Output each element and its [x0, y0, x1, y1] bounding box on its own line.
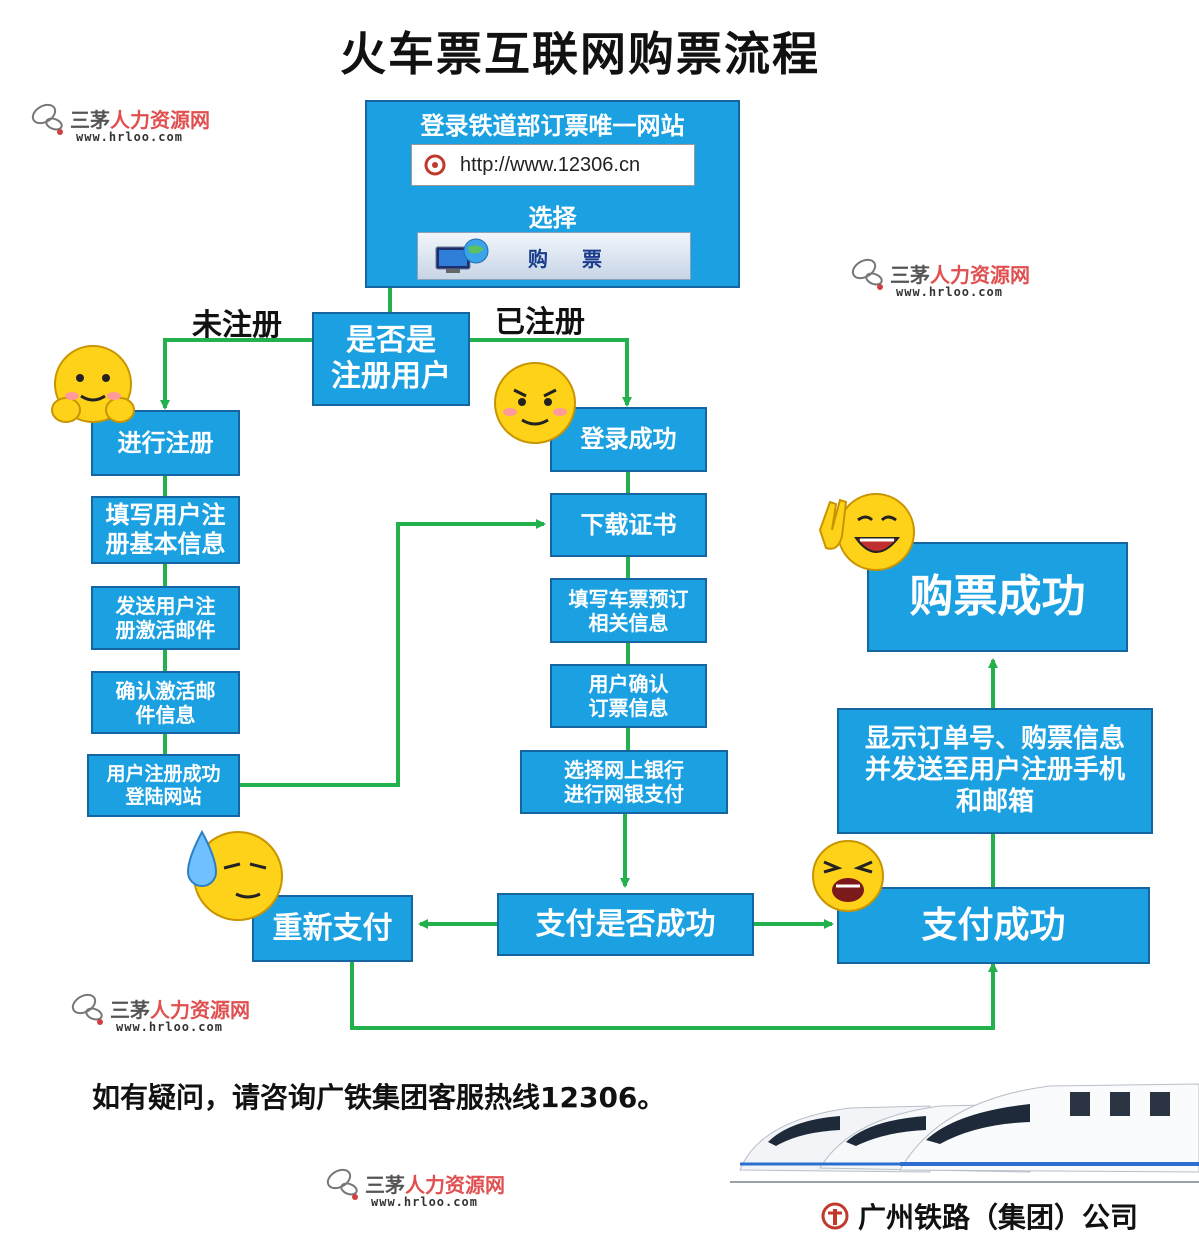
step-choose-bank: 选择网上银行进行网银支付	[520, 750, 728, 814]
buy-ticket-label: 购票	[528, 247, 636, 271]
company-brand: 广州铁路（集团）公司	[820, 1196, 1138, 1236]
step-fill-ticket-info: 填写车票预订相关信息	[550, 578, 707, 643]
shy-smiley-icon	[51, 345, 135, 423]
watermark: 三茅人力资源网 www.hrloo.com	[70, 990, 330, 1040]
select-label: 选择	[528, 204, 577, 232]
sweating-face-icon	[186, 829, 283, 921]
butterfly-logo-icon	[851, 258, 883, 290]
butterfly-logo-icon	[71, 993, 103, 1025]
step-confirm-order: 用户确认订票信息	[550, 664, 707, 728]
arrow-to-download-cert	[240, 519, 546, 787]
butterfly-logo-icon	[31, 103, 63, 135]
step-registration-success: 用户注册成功登陆网站	[87, 754, 240, 817]
page-title: 火车票互联网购票流程	[340, 27, 820, 81]
butterfly-logo-icon	[326, 1168, 358, 1200]
step-confirm-activation: 确认激活邮件信息	[91, 671, 240, 734]
decision-is-registered: 是否是注册用户	[312, 312, 470, 406]
step-send-activation-email: 发送用户注册激活邮件	[91, 586, 240, 650]
watermark: 三茅人力资源网 www.hrloo.com	[325, 1165, 585, 1215]
step-fill-user-info: 填写用户注册基本信息	[91, 496, 240, 564]
victory-face-icon	[818, 493, 915, 571]
label-unregistered: 未注册	[192, 308, 282, 343]
watermark: 三茅人力资源网 www.hrloo.com	[30, 100, 290, 150]
arrow-unregistered	[160, 338, 312, 410]
step-purchase-success: 购票成功	[867, 542, 1128, 652]
step-repay: 重新支付	[252, 895, 413, 962]
hotline-note: 如有疑问，请咨询广铁集团客服热线12306。	[92, 1081, 666, 1114]
url-bar[interactable]: http://www.12306.cn	[411, 144, 695, 186]
high-speed-train-image	[730, 1083, 1199, 1183]
step-payment-success: 支付成功	[837, 887, 1150, 964]
decision-payment-success: 支付是否成功	[497, 893, 754, 956]
arrow-repay-loop	[350, 962, 998, 1030]
step-register: 进行注册	[91, 410, 240, 476]
label-registered: 已注册	[495, 305, 585, 340]
watermark: 三茅人力资源网 www.hrloo.com	[850, 255, 1110, 305]
step-login-success: 登录成功	[550, 407, 707, 472]
url-text: http://www.12306.cn	[460, 153, 641, 176]
smiling-face-icon	[494, 362, 576, 444]
laughing-face-icon	[812, 840, 884, 912]
computer-globe-icon	[435, 238, 489, 273]
login-website-panel: 登录铁道部订票唯一网站 http://www.12306.cn 选择 购票	[365, 100, 740, 288]
buy-ticket-button[interactable]: 购票	[417, 232, 691, 280]
company-name: 广州铁路（集团）公司	[858, 1201, 1139, 1234]
step-download-certificate: 下载证书	[550, 493, 707, 557]
panel-heading: 登录铁道部订票唯一网站	[420, 112, 685, 140]
railway-logo-icon	[821, 1202, 849, 1230]
browser-logo-icon	[424, 154, 446, 176]
arrow-registered	[470, 338, 632, 407]
step-show-order-info: 显示订单号、购票信息并发送至用户注册手机和邮箱	[837, 708, 1153, 834]
